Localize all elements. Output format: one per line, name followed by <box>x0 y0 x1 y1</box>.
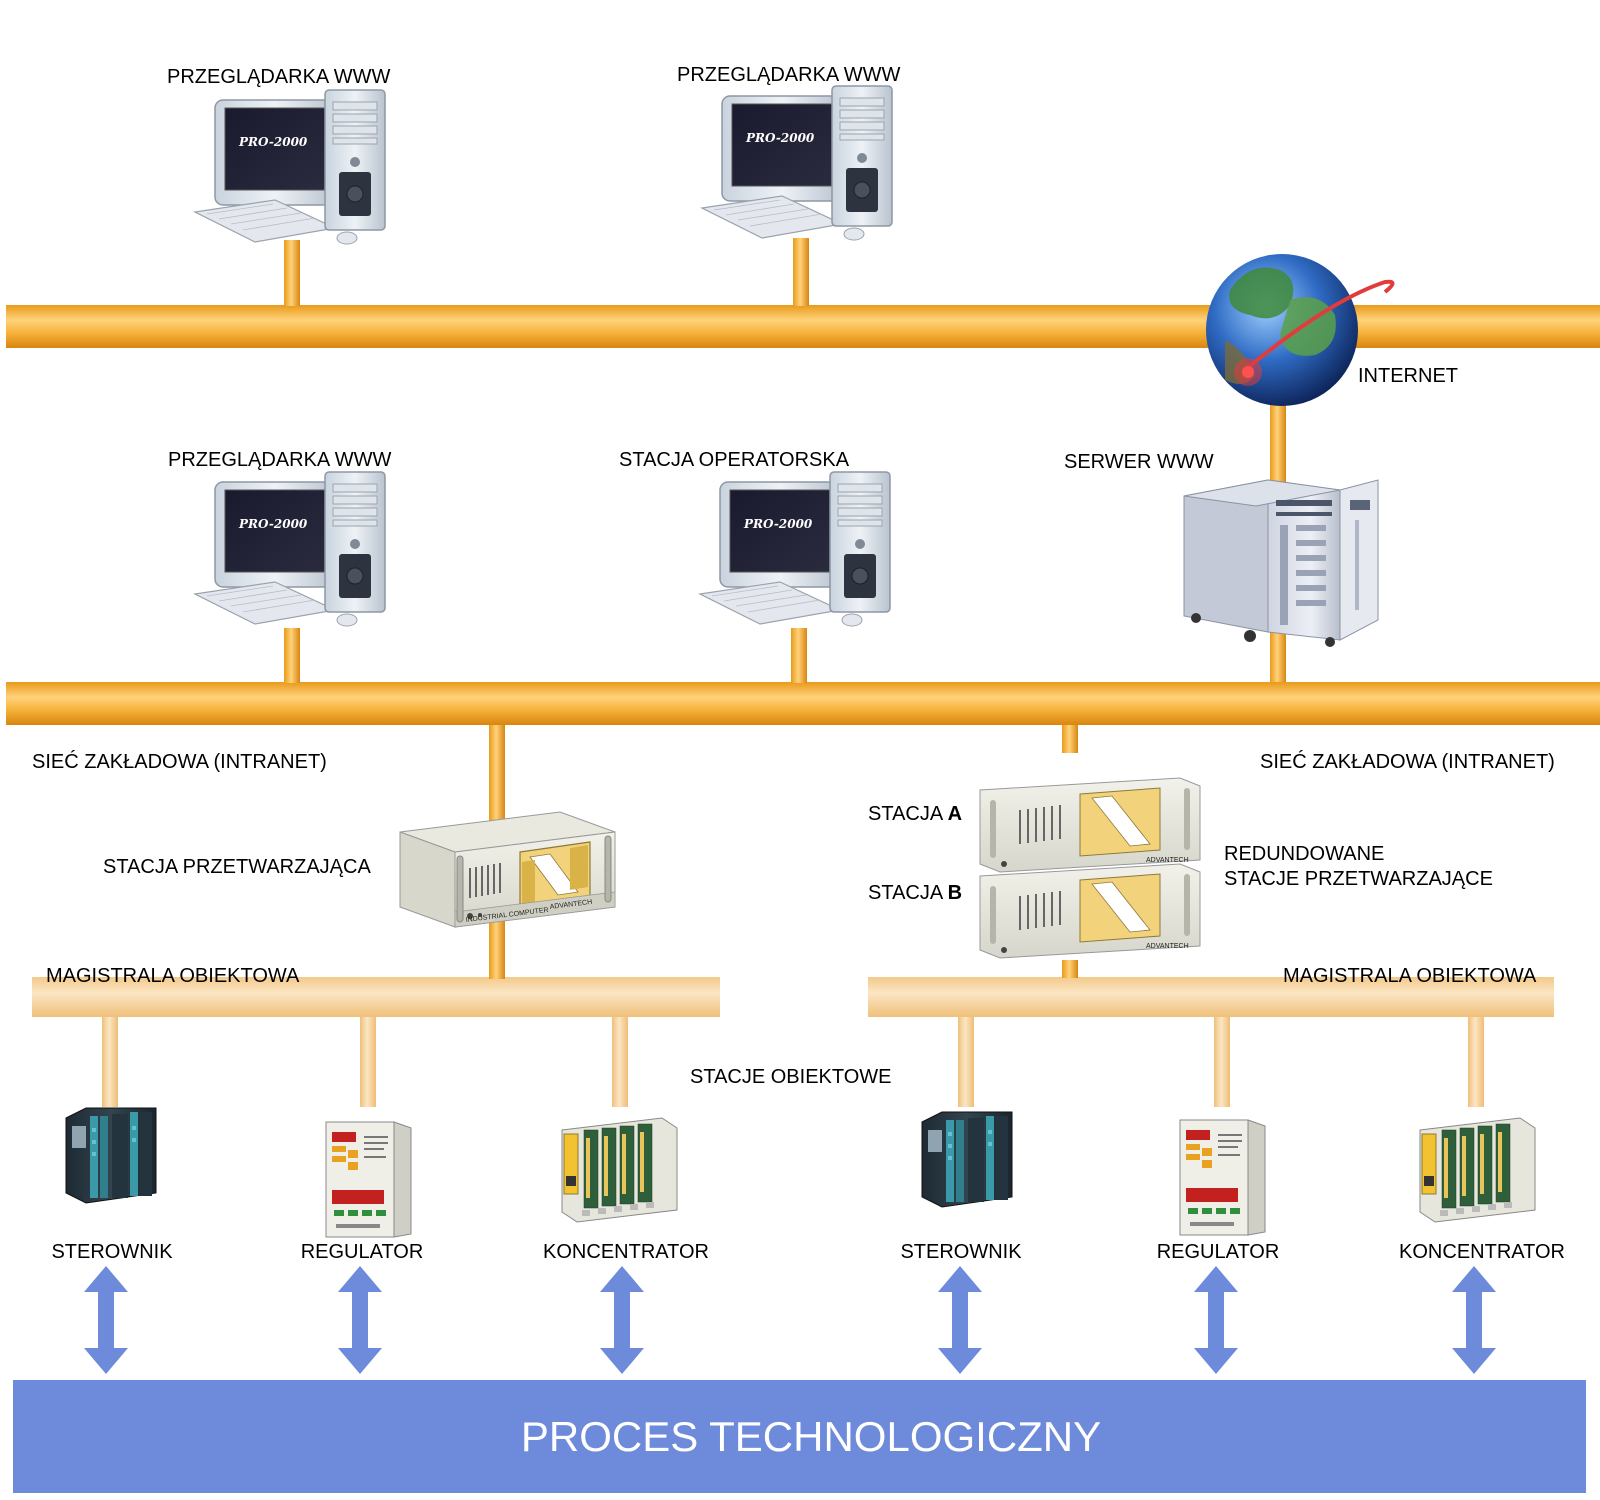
browser-3-label: PRZEGLĄDARKA WWW <box>168 449 391 471</box>
device-5-regulator-icon <box>1179 1119 1266 1236</box>
network-drops <box>284 238 1286 979</box>
operator-station-pc-icon: PRO-2000 <box>699 471 891 627</box>
process-arrow-6-icon <box>1452 1266 1496 1374</box>
fieldbus-left <box>32 977 720 1017</box>
fieldbus-drops <box>102 1017 1484 1107</box>
device-4-label: STEROWNIK <box>900 1241 1022 1263</box>
browser-3-pc-icon: PRO-2000 <box>194 471 386 627</box>
intranet-bus <box>6 682 1600 725</box>
internet-label: INTERNET <box>1358 365 1458 387</box>
process-arrow-4-icon <box>938 1266 982 1374</box>
device-6-concentrator-icon <box>1419 1117 1536 1223</box>
fieldbus-right-label: MAGISTRALA OBIEKTOWA <box>1283 965 1537 987</box>
device-6-label: KONCENTRATOR <box>1399 1241 1565 1263</box>
web-server-icon <box>1183 479 1379 647</box>
fieldbus-right <box>868 977 1554 1017</box>
svg-text:ADVANTECH: ADVANTECH <box>1146 857 1189 864</box>
fieldbus-left-label: MAGISTRALA OBIEKTOWA <box>46 965 300 987</box>
browser-2-pc-icon: PRO-2000 <box>701 85 893 241</box>
process-arrow-2-icon <box>338 1266 382 1374</box>
device-5-label: REGULATOR <box>1157 1241 1280 1263</box>
process-arrow-3-icon <box>600 1266 644 1374</box>
device-4-plc-icon <box>921 1111 1013 1208</box>
intranet-left-label: SIEĆ ZAKŁADOWA (INTRANET) <box>32 750 327 773</box>
station-a-ipc-icon: ADVANTECH <box>979 777 1201 873</box>
device-2-regulator-icon <box>325 1121 412 1238</box>
redundant-stations-label-line1: REDUNDOWANE <box>1224 843 1384 865</box>
browser-2-label: PRZEGLĄDARKA WWW <box>677 64 900 86</box>
processing-station-ipc-icon: INDUSTRIAL COMPUTER ADVANTECH <box>399 811 616 928</box>
process-arrow-1-icon <box>84 1266 128 1374</box>
station-b-ipc-icon: ADVANTECH <box>979 863 1201 959</box>
browser-1-pc-icon: PRO-2000 <box>194 89 386 245</box>
device-2-label: REGULATOR <box>301 1241 424 1263</box>
processing-station-label: STACJA PRZETWARZAJĄCA <box>103 856 371 878</box>
process-arrow-5-icon <box>1194 1266 1238 1374</box>
device-1-label: STEROWNIK <box>51 1241 173 1263</box>
device-3-concentrator-icon <box>561 1117 678 1223</box>
web-server-label: SERWER WWW <box>1064 451 1214 473</box>
process-bar <box>13 1380 1586 1493</box>
top-network-bus <box>6 305 1600 348</box>
redundant-stations-label-line2: STACJE PRZETWARZAJĄCE <box>1224 868 1493 890</box>
globe-icon <box>1206 235 1395 406</box>
field-stations-label: STACJE OBIEKTOWE <box>690 1066 892 1088</box>
svg-text:PRO-2000: PRO-2000 <box>743 517 813 531</box>
process-label: PROCES TECHNOLOGICZNY <box>521 1413 1101 1460</box>
svg-text:PRO-2000: PRO-2000 <box>238 135 308 149</box>
operator-station-label: STACJA OPERATORSKA <box>619 449 850 471</box>
device-3-label: KONCENTRATOR <box>543 1241 709 1263</box>
intranet-right-label: SIEĆ ZAKŁADOWA (INTRANET) <box>1260 750 1555 773</box>
station-b-label: STACJA B <box>868 882 962 904</box>
svg-text:ADVANTECH: ADVANTECH <box>1146 943 1189 950</box>
station-a-label: STACJA A <box>868 803 962 825</box>
svg-text:PRO-2000: PRO-2000 <box>745 131 815 145</box>
svg-text:PRO-2000: PRO-2000 <box>238 517 308 531</box>
device-1-plc-icon <box>65 1107 157 1204</box>
browser-1-label: PRZEGLĄDARKA WWW <box>167 66 390 88</box>
